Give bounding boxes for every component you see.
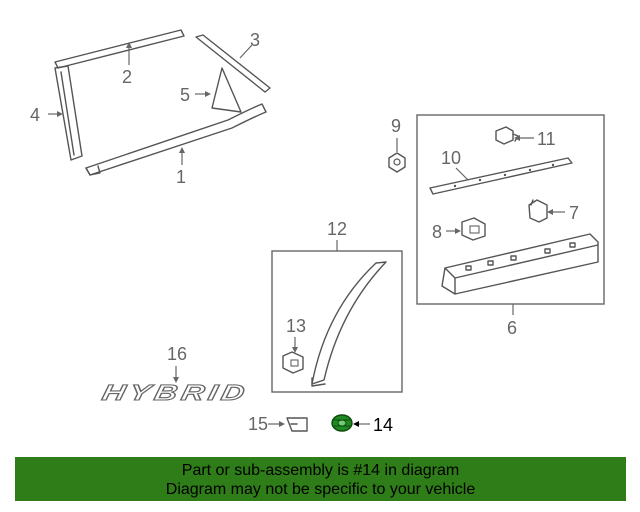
leader-4-arrow [57,111,63,117]
part-15-plug[interactable] [286,417,308,432]
leader-16-arrow [173,377,179,383]
part-16-hybrid-emblem[interactable]: HYBRID [99,380,251,406]
part-10-retainer-strip[interactable] [429,157,573,195]
callout-16[interactable]: 16 [167,344,187,364]
callout-4[interactable]: 4 [30,105,40,125]
part-7-clip[interactable] [528,199,548,223]
callout-9[interactable]: 9 [391,116,401,136]
leader-8-arrow [455,228,461,234]
emblem-text: HYBRID [100,380,251,405]
part-2-roof-molding[interactable] [54,29,185,69]
leader-10 [455,167,469,181]
part-3-frame-molding[interactable] [195,34,271,93]
part-13-clip[interactable] [282,351,304,374]
assembly-box-6 [416,114,605,305]
part-6-rocker-molding[interactable] [441,233,599,295]
info-banner: Part or sub-assembly is #14 in diagram D… [15,457,626,501]
callout-14[interactable]: 14 [373,415,393,435]
leader-3 [239,44,253,59]
leader-13-arrow [292,347,298,353]
parts-diagram: 2 3 4 5 1 9 6 11 10 [30,29,605,435]
callout-3[interactable]: 3 [250,30,260,50]
part-4-pillar-garnish[interactable] [54,65,83,161]
leader-5-arrow [205,91,211,97]
part-12-wheel-arch-molding[interactable] [311,261,387,387]
callout-10[interactable]: 10 [441,148,461,168]
leader-7-arrow [547,209,553,215]
part-5-quarter-glass[interactable] [211,67,242,113]
leader-14-arrow [353,421,359,427]
leader-1-arrow [179,147,185,153]
callout-6[interactable]: 6 [507,318,517,338]
leader-11-arrow [514,135,520,141]
part-14-highlighted[interactable] [331,414,353,432]
part-11-clip[interactable] [495,126,519,145]
banner-line-2: Diagram may not be specific to your vehi… [165,481,476,498]
part-1-belt-molding[interactable] [85,103,267,176]
part-9-nut[interactable] [388,152,406,173]
callout-7[interactable]: 7 [569,203,579,223]
callout-1[interactable]: 1 [176,167,186,187]
callout-11[interactable]: 11 [537,129,556,149]
leader-2-arrow [126,42,132,48]
part-8-clip[interactable] [461,217,486,241]
callout-15[interactable]: 15 [248,414,268,434]
leader-15-arrow [279,421,285,427]
banner-line-1: Part or sub-assembly is #14 in diagram [181,462,460,479]
callout-5[interactable]: 5 [180,85,190,105]
assembly-box-12 [271,250,403,393]
callout-8[interactable]: 8 [432,222,442,242]
callout-2[interactable]: 2 [122,67,132,87]
callout-12[interactable]: 12 [327,219,347,239]
callout-13[interactable]: 13 [286,316,306,336]
